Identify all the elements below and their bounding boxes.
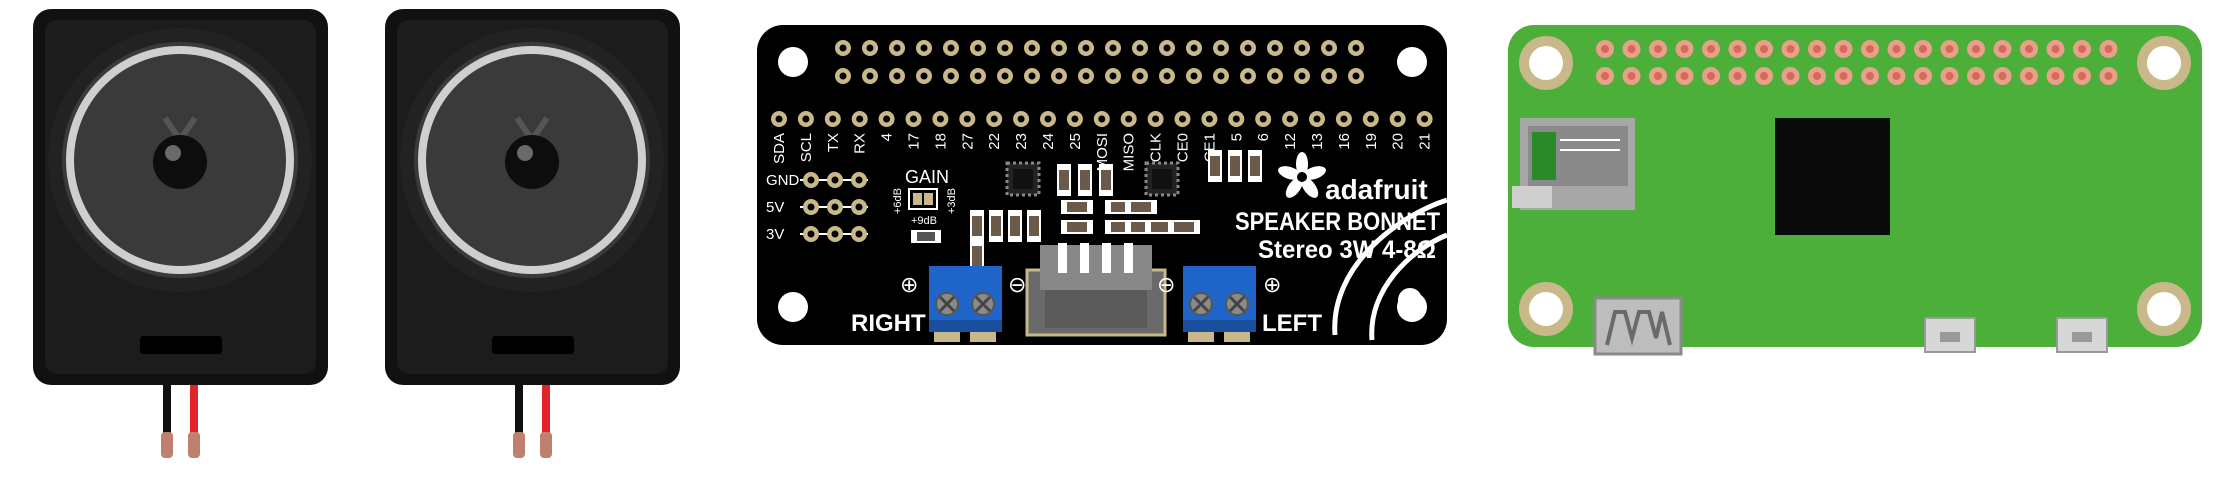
adafruit-flower-icon [1278, 152, 1326, 198]
gain-pad [913, 193, 922, 205]
power-pad-label: GND [766, 172, 800, 189]
gain-option-9db: +9dB [911, 215, 937, 227]
amp-chip-left [1005, 161, 1041, 197]
power-pads: GND 5V 3V [766, 172, 868, 243]
pin-label: SDA [771, 133, 788, 164]
left-channel-label: LEFT [1262, 310, 1322, 337]
pin-label: 4 [879, 133, 896, 141]
right-channel-label: RIGHT [851, 310, 926, 337]
micro-usb-port-data [1924, 317, 1976, 353]
pin-label: SCL [798, 133, 815, 162]
soc-chip [1775, 118, 1890, 235]
pi-mount-hole [2137, 36, 2191, 90]
gain-option-3db: +3dB [946, 188, 958, 214]
micro-usb-port-power [2056, 317, 2108, 353]
gain-jumper [908, 188, 938, 210]
black-wire [163, 385, 171, 445]
mount-hole [778, 292, 808, 322]
left-minus-symbol: ⊖ [1157, 272, 1175, 297]
power-pad-label: 3V [766, 226, 784, 243]
swirl-decoration [1332, 197, 1448, 341]
pin-label: 16 [1336, 133, 1353, 150]
black-wire [515, 385, 523, 445]
red-wire [542, 385, 550, 445]
product-name: SPEAKER BONNET [1235, 208, 1440, 236]
mount-hole [1397, 47, 1427, 77]
speakers [33, 9, 680, 458]
pin-label: 22 [986, 133, 1003, 150]
mount-hole [778, 47, 808, 77]
pin-label: 18 [932, 133, 949, 150]
pin-label: 6 [1255, 133, 1272, 141]
pi-gpio-pads [1596, 40, 2118, 85]
sd-card-slot [1512, 118, 1635, 210]
pin-label: 5 [1228, 133, 1245, 141]
breakout-pin-row [771, 111, 1433, 127]
right-minus-symbol: ⊖ [1008, 272, 1026, 297]
pin-label: 23 [1013, 133, 1030, 150]
mini-hdmi-port [1593, 296, 1683, 356]
gain-pad [924, 193, 933, 205]
pin-label: CLK [1148, 133, 1165, 162]
pin-label: TX [825, 133, 842, 152]
gpio-header [835, 40, 1364, 84]
product-spec: Stereo 3W 4-8Ω [1258, 236, 1436, 264]
passive-components [970, 150, 1262, 272]
pin-label: 13 [1309, 133, 1326, 150]
resistor-body [917, 232, 935, 241]
gain-option-6db: +6dB [892, 188, 904, 214]
gain-label: GAIN [905, 167, 949, 187]
right-plus-symbol: ⊕ [900, 272, 918, 297]
pin-label: 20 [1390, 133, 1407, 150]
amp-chip-right [1144, 161, 1180, 197]
pin-label: 27 [959, 133, 976, 150]
pi-mount-hole [2137, 282, 2191, 336]
right-terminal-block [929, 266, 1002, 342]
pi-mount-hole [1519, 36, 1573, 90]
pin-label: 24 [1040, 133, 1057, 150]
pin-label: MISO [1121, 133, 1138, 171]
jst-connector [1025, 243, 1167, 337]
left-terminal-block [1183, 266, 1256, 342]
adafruit-logo-text: adafruit [1325, 174, 1428, 205]
red-wire [190, 385, 198, 445]
raspberry-pi-zero [1508, 25, 2202, 356]
pin-label: 17 [906, 133, 923, 150]
pin-label: 21 [1417, 133, 1434, 150]
pin-label: 12 [1282, 133, 1299, 150]
speaker-icon [385, 9, 680, 458]
pi-mount-hole [1519, 282, 1573, 336]
pin-label: RX [852, 133, 869, 154]
power-pad-label: 5V [766, 199, 784, 216]
pin-label: MOSI [1094, 133, 1111, 171]
pin-label: 19 [1363, 133, 1380, 150]
speaker-icon [33, 9, 328, 458]
left-plus-symbol: ⊕ [1263, 272, 1281, 297]
pin-label: CE0 [1175, 133, 1192, 162]
pin-label: 25 [1067, 133, 1084, 150]
